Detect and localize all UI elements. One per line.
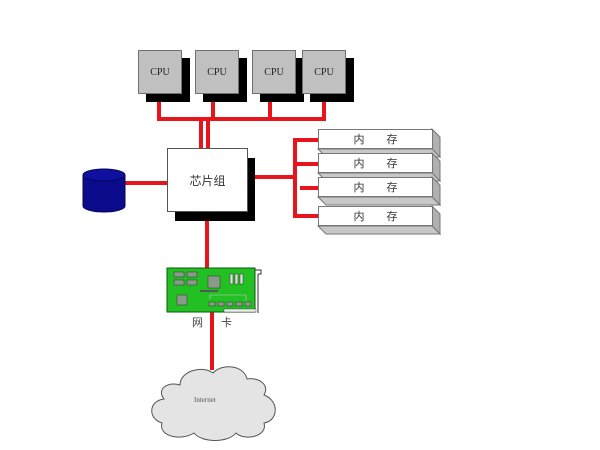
chipset-label: 芯片组 <box>189 173 226 188</box>
internet-label: Internet <box>194 396 216 404</box>
cloud-icon <box>151 366 276 441</box>
cpu-3: CPU <box>252 50 304 102</box>
cpu-2: CPU <box>195 50 247 102</box>
cpu-1: CPU <box>138 50 190 102</box>
disk-cylinder-icon <box>82 168 126 213</box>
network-card-icon <box>166 267 262 313</box>
cpu-label: CPU <box>150 66 170 78</box>
chipset: 芯片组 <box>167 148 248 212</box>
cpu-label: CPU <box>314 66 334 78</box>
memory-module-4: 内存 <box>316 204 442 236</box>
memory-module-2: 内存 <box>316 151 442 183</box>
memory-module-1: 内存 <box>316 127 442 159</box>
memory-label-b: 存 <box>386 181 398 194</box>
cpu-4: CPU <box>302 50 354 102</box>
memory-label-b: 存 <box>386 133 398 146</box>
cpu-label: CPU <box>207 66 227 78</box>
network-card-label-b: 卡 <box>221 316 232 329</box>
memory-label-b: 存 <box>386 210 398 223</box>
memory-label-a: 内 <box>353 133 365 146</box>
memory-label-b: 存 <box>386 157 398 170</box>
memory-module-3: 内存 <box>316 175 442 207</box>
memory-label-a: 内 <box>353 157 365 170</box>
memory-label-a: 内 <box>353 210 365 223</box>
cpu-label: CPU <box>264 66 284 78</box>
memory-label-a: 内 <box>353 181 365 194</box>
network-card-label-a: 网 <box>192 316 203 329</box>
